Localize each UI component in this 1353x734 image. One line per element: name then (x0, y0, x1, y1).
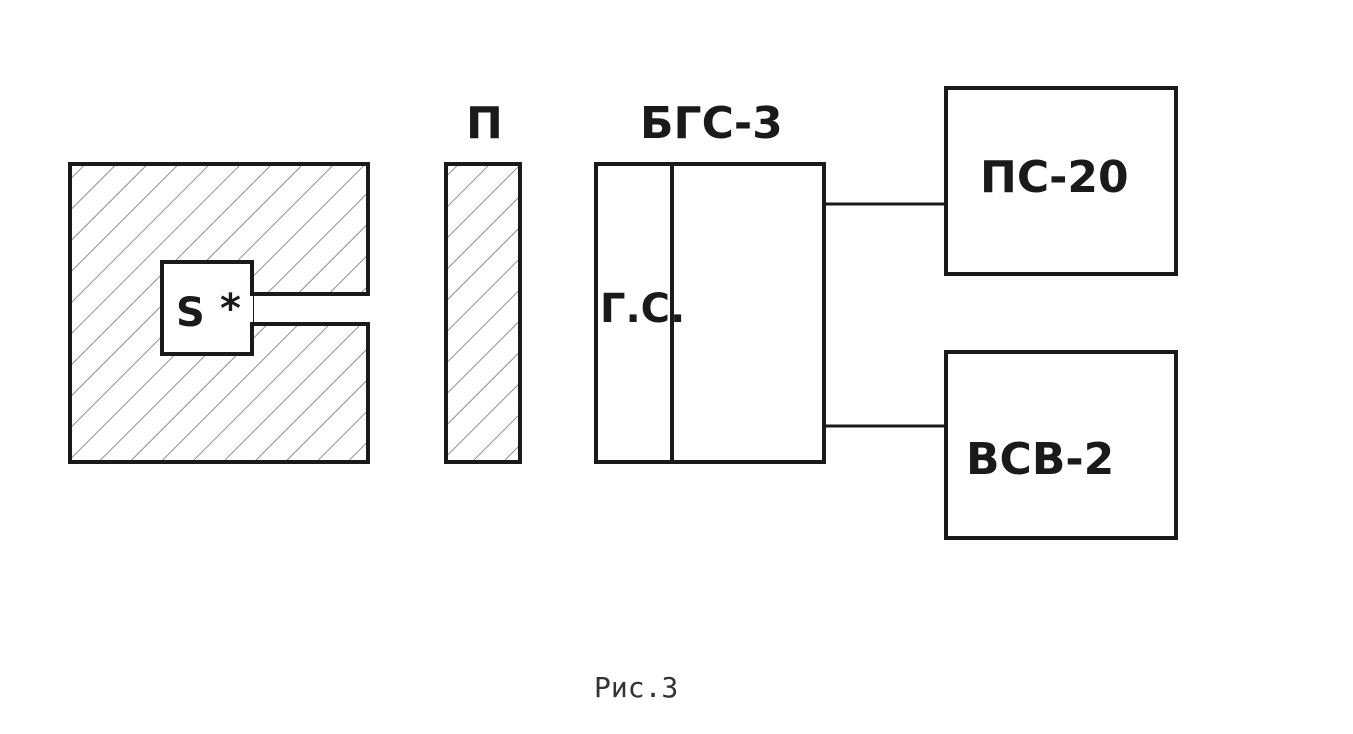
recorder-vsv2: ВСВ-2 (944, 350, 1178, 540)
recorder-ps20-label: ПС-20 (980, 152, 1129, 203)
shield-body (70, 164, 368, 462)
source-mark: * (220, 286, 241, 332)
filter-label: П (466, 98, 503, 149)
filter-plate (446, 164, 520, 462)
recorder-ps20: ПС-20 (944, 86, 1178, 276)
figure-caption: Рис.3 (594, 671, 678, 704)
recorder-vsv2-label: ВСВ-2 (966, 434, 1114, 485)
detector-unit: БГС-3 Г.С. (594, 98, 826, 464)
recorder-ps20-box (944, 86, 1178, 276)
filter-outline (444, 162, 522, 464)
recorder-vsv2-box (944, 350, 1178, 540)
detector-unit-box (594, 162, 826, 464)
source-symbol: S (176, 290, 205, 336)
filter: П (444, 98, 522, 464)
detector-unit-label: БГС-3 (640, 98, 783, 149)
detector-section-label: Г.С. (600, 286, 685, 332)
lead-shield: S * (68, 162, 370, 464)
